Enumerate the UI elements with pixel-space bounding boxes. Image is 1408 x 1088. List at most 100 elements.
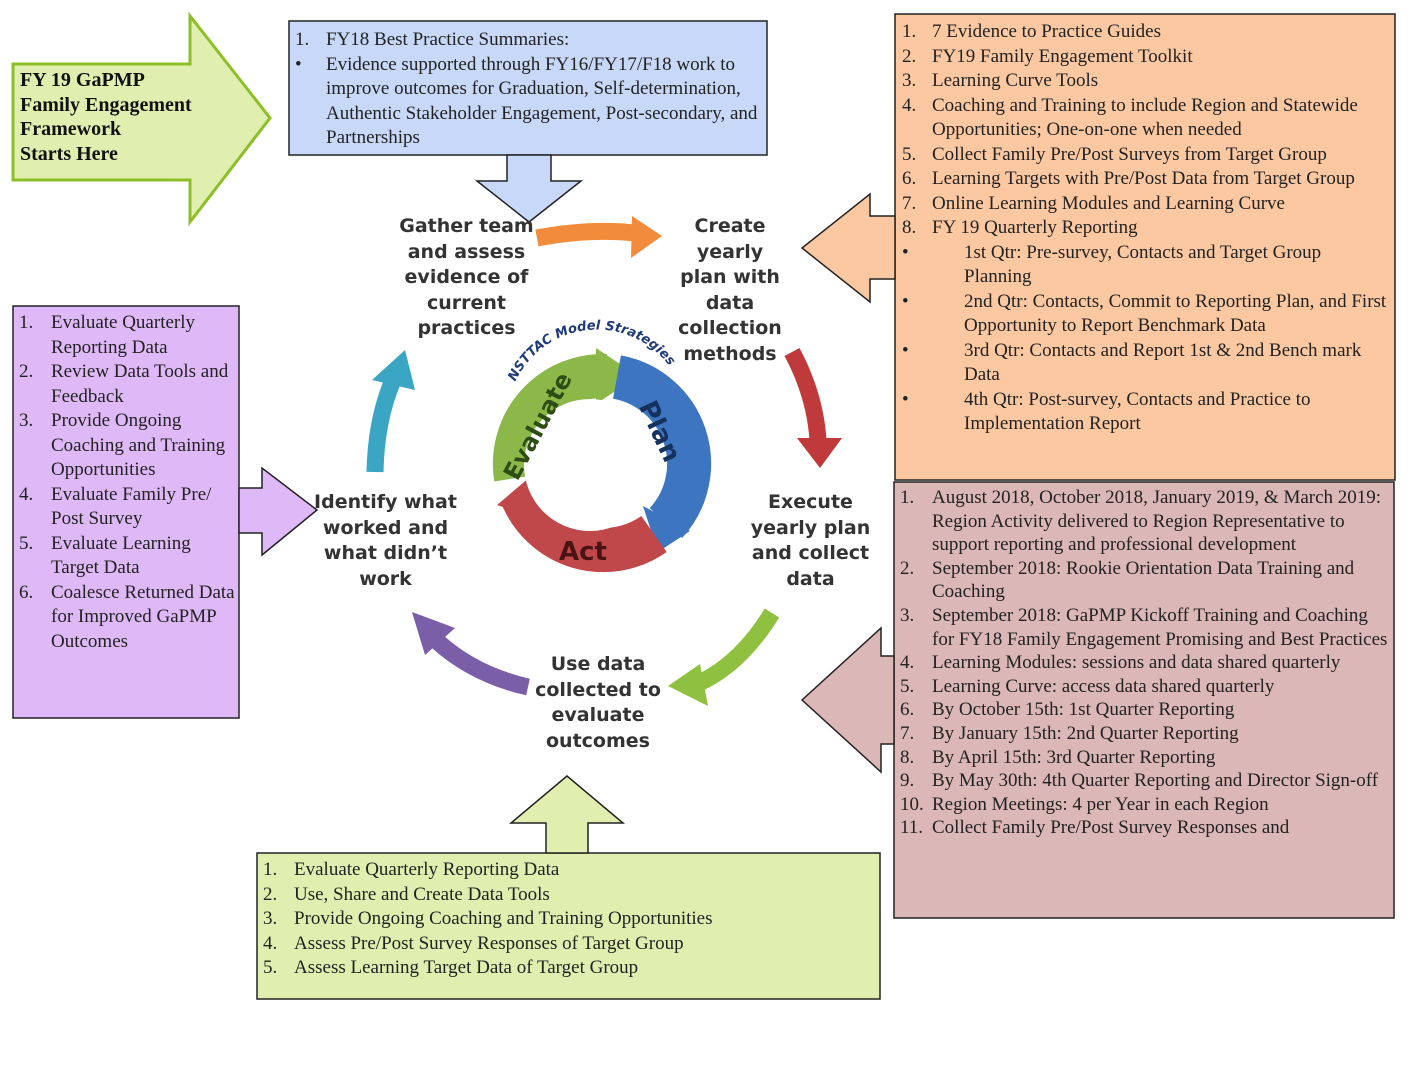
list-item: 4.Evaluate Family Pre/ Post Survey xyxy=(19,483,235,532)
bullet-text: 2nd Qtr: Contacts, Commit to Reporting P… xyxy=(964,290,1387,337)
start-line: Starts Here xyxy=(20,142,118,165)
list-text: By October 15th: 1st Quarter Reporting xyxy=(932,699,1235,721)
list-marker: 1. xyxy=(900,487,915,508)
arrow-use-to-identify xyxy=(432,635,530,696)
list-marker: 3. xyxy=(902,70,917,91)
center-ring: NSTTAC Model Strategies Evaluate Plan Ac… xyxy=(492,318,712,573)
list-text: Assess Pre/Post Survey Responses of Targ… xyxy=(294,932,684,954)
stage-line: and assess xyxy=(407,240,526,263)
list-marker: 7. xyxy=(900,722,915,744)
stage-gather: Gather team and assess evidence of curre… xyxy=(394,214,539,342)
list-item: 6. By October 15th: 1st Quarter Reporting xyxy=(900,698,1388,722)
list-text: FY19 Family Engagement Toolkit xyxy=(932,45,1193,67)
list-item: 4.Coaching and Training to include Regio… xyxy=(902,94,1392,143)
list-text: Coalesce Returned Data for Improved GaPM… xyxy=(51,581,235,652)
stage-line: data xyxy=(705,291,755,314)
list-text: FY 19 Quarterly Reporting xyxy=(932,217,1138,238)
list-text: Provide Ongoing Coaching and Training Op… xyxy=(51,410,226,480)
stage-line: evaluate xyxy=(551,704,645,726)
stage-line: evidence of xyxy=(404,266,529,288)
plan-box-list: 1.7 Evidence to Practice Guides 2.FY19 F… xyxy=(902,20,1392,241)
ring-act-arrowhead xyxy=(497,477,538,519)
stage-line: what didn’t xyxy=(323,542,448,564)
list-text: Region Meetings: 4 per Year in each Regi… xyxy=(932,793,1269,815)
plan-box-shape xyxy=(800,13,1396,481)
list-text: Learning Targets with Pre/Post Data from… xyxy=(932,168,1355,189)
list-item: 2.FY19 Family Engagement Toolkit xyxy=(902,45,1392,70)
list-marker: 6. xyxy=(902,168,917,189)
list-item: 1.Evaluate Quarterly Reporting Data xyxy=(19,311,235,360)
list-text: September 2018: Rookie Orientation Data … xyxy=(932,557,1355,603)
list-marker: 3. xyxy=(900,604,915,626)
stage-line: collected to xyxy=(535,678,661,701)
list-item: 1. FY18 Best Practice Summaries: xyxy=(295,28,761,53)
list-item: 1.August 2018, October 2018, January 201… xyxy=(900,486,1388,557)
start-line: Family Engagement xyxy=(20,93,192,116)
list-marker: 5. xyxy=(900,675,915,697)
list-marker: 2. xyxy=(19,361,34,382)
list-text: 7 Evidence to Practice Guides xyxy=(932,21,1161,42)
list-marker: 5. xyxy=(263,957,278,978)
list-marker: 1. xyxy=(19,312,34,333)
list-item: 3. September 2018: GaPMP Kickoff Training… xyxy=(900,604,1388,651)
list-text: September 2018: GaPMP Kickoff Training a… xyxy=(932,604,1388,650)
list-marker: 5. xyxy=(902,143,917,165)
arrow-identify-to-gather-head xyxy=(372,350,415,390)
list-item: 10. Region Meetings: 4 per Year in each R… xyxy=(900,793,1388,817)
list-item: 6. Learning Targets with Pre/Post Data fr… xyxy=(902,167,1392,192)
stage-line: plan with xyxy=(680,266,780,288)
list-item: 5.Learning Curve: access data shared qua… xyxy=(900,675,1388,699)
arrow-execute-to-use-head xyxy=(668,664,708,706)
list-marker: 3. xyxy=(19,410,34,431)
list-marker: 4. xyxy=(900,652,915,674)
ring-segment-evaluate xyxy=(492,353,607,482)
list-item: 5.Collect Family Pre/Post Surveys from T… xyxy=(902,143,1392,168)
bullet-marker: • xyxy=(902,339,909,361)
list-marker: 11. xyxy=(900,817,924,839)
list-marker: 8. xyxy=(900,746,915,768)
bullet-text: 3rd Qtr: Contacts and Report 1st & 2nd B… xyxy=(964,339,1362,386)
list-text: FY18 Best Practice Summaries: xyxy=(326,29,570,50)
bullet-marker: • xyxy=(902,388,909,410)
list-marker: 2. xyxy=(900,557,915,579)
list-text: Provide Ongoing Coaching and Training Op… xyxy=(294,908,713,929)
execute-box-shape xyxy=(800,481,1395,919)
list-marker: 1. xyxy=(263,859,278,880)
top-box-list: 1. FY18 Best Practice Summaries: • Evide… xyxy=(295,28,761,151)
stage-line: current xyxy=(426,291,507,314)
list-item: 5.Evaluate Learning Target Data xyxy=(19,532,235,581)
list-item: 3. Provide Ongoing Coaching and Training … xyxy=(19,409,235,483)
list-marker: 6. xyxy=(19,581,34,603)
list-marker: 7. xyxy=(902,192,917,214)
list-item: 8.FY 19 Quarterly Reporting xyxy=(902,216,1392,241)
list-marker: 4. xyxy=(19,483,34,505)
list-item: 4. Assess Pre/Post Survey Responses of Ta… xyxy=(263,932,875,957)
ring-evaluate-arrowhead xyxy=(596,348,638,404)
list-text: Use, Share and Create Data Tools xyxy=(294,883,550,905)
list-text: By May 30th: 4th Quarter Reporting and D… xyxy=(932,770,1379,792)
arrow-execute-to-use xyxy=(693,608,780,692)
stage-line: Gather team xyxy=(399,215,534,237)
list-item: 9.By May 30th: 4th Quarter Reporting and… xyxy=(900,769,1388,793)
list-marker: 4. xyxy=(263,932,278,954)
stage-line: worked and xyxy=(322,516,449,539)
list-text: Assess Learning Target Data of Target Gr… xyxy=(294,957,639,978)
list-marker: 10. xyxy=(900,793,924,815)
list-marker: 6. xyxy=(900,699,915,721)
start-line: Framework xyxy=(20,118,122,140)
list-text: Review Data Tools and Feedback xyxy=(51,361,229,407)
execute-box: 1.August 2018, October 2018, January 201… xyxy=(900,486,1388,840)
bottom-box: 1.Evaluate Quarterly Reporting Data 2.Us… xyxy=(263,858,875,981)
stage-line: outcomes xyxy=(546,729,650,752)
stage-identify: Identify what worked and what didn’t wor… xyxy=(313,490,458,592)
stage-line: Use data xyxy=(550,653,646,675)
bottom-box-list: 1.Evaluate Quarterly Reporting Data 2.Us… xyxy=(263,858,875,981)
list-marker: • xyxy=(295,53,302,75)
arrow-create-to-execute xyxy=(784,347,827,441)
stage-line: Execute xyxy=(768,491,853,513)
plan-box-bullets: •1st Qtr: Pre-survey, Contacts and Targe… xyxy=(902,241,1392,437)
list-text: Learning Curve Tools xyxy=(932,70,1099,91)
bullet-marker: • xyxy=(902,290,909,312)
list-text: By January 15th: 2nd Quarter Reporting xyxy=(932,722,1239,744)
